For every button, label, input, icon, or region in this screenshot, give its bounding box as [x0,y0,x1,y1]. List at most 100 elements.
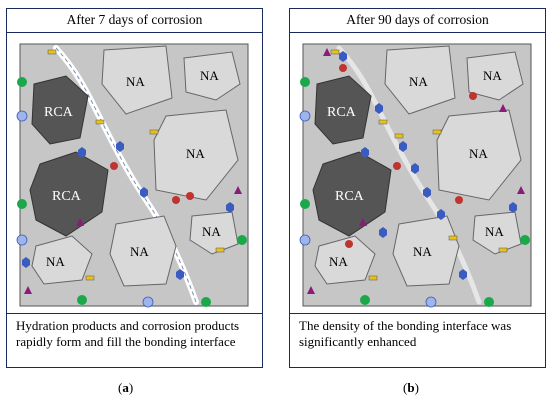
rect-product [368,275,378,281]
rect-product [215,247,225,253]
na-aggregate [153,109,239,201]
star-product [455,196,463,204]
hexagon-product [22,257,30,268]
na-label: NA [329,254,348,269]
na-aggregate [466,51,524,101]
star-product [110,162,118,170]
hexagon-product [375,103,383,114]
triangle-product [24,286,32,294]
hexagon-product [509,202,517,213]
green-product [520,235,530,245]
triangle-product [517,186,525,194]
green-product [17,199,27,209]
triangle-product [76,218,84,226]
green-product [360,295,370,305]
na-label: NA [200,68,219,83]
hexagon-product [459,269,467,280]
star-product [339,64,347,72]
diagram-a: RCA RCA NA NA NA NA NA NA [16,43,249,308]
triangle-product [234,186,242,194]
star-product [469,92,477,100]
products-a [16,49,247,308]
hexagon-product [423,187,431,198]
green-product [77,295,87,305]
hexagon-product [379,227,387,238]
hexagon-product [399,141,407,152]
na-aggregate [436,109,522,201]
diagram-b: RCA RCA NA NA NA NA NA NA [299,43,532,308]
star-product [186,192,194,200]
triangle-product [499,104,507,112]
rca-label: RCA [44,105,74,120]
green-product [201,297,211,307]
aft-product [299,234,311,246]
rect-product [330,49,340,55]
triangle-product [323,48,331,56]
panel-caption: The density of the bonding interface was… [289,313,546,368]
na-label: NA [483,68,502,83]
na-aggregate [392,215,460,287]
na-aggregate [384,45,456,115]
hexagon-product [116,141,124,152]
na-label: NA [409,74,428,89]
star-product [393,162,401,170]
hexagon-product [361,147,369,158]
na-aggregate [109,215,177,287]
green-product [300,77,310,87]
rect-product [85,275,95,281]
na-label: NA [46,254,65,269]
aft-product [142,296,154,308]
rca-label: RCA [52,189,82,204]
triangle-product [307,286,315,294]
rect-product [378,119,388,125]
panel-label-a: (a) [118,380,134,395]
na-aggregate [189,211,239,255]
rca-aggregate [31,75,89,145]
na-label: NA [469,146,488,161]
rca-label: RCA [335,189,365,204]
aft-product [299,110,311,122]
na-label: NA [413,244,432,259]
hexagon-product [339,51,347,62]
panel-a: After 7 days of corrosion RCA RCA NA NA … [6,8,263,368]
na-aggregate [101,45,173,115]
green-product [17,77,27,87]
rect-product [149,129,159,135]
aft-product [16,234,28,246]
aft-product [425,296,437,308]
hexagon-product [437,209,445,220]
panel-label-b: (b) [403,380,419,395]
na-aggregate [314,235,376,285]
rect-product [394,133,404,139]
rect-product [47,49,57,55]
hexagon-product [140,187,148,198]
rect-product [95,119,105,125]
panel-title: After 90 days of corrosion [289,8,546,33]
star-product [345,240,353,248]
triangle-product [359,218,367,226]
green-product [484,297,494,307]
star-product [172,196,180,204]
na-aggregate [31,235,93,285]
panel-title: After 7 days of corrosion [6,8,263,33]
hexagon-product [226,202,234,213]
na-label: NA [186,146,205,161]
green-product [237,235,247,245]
products-b [299,48,530,308]
na-label: NA [126,74,145,89]
na-aggregate [183,51,241,101]
hexagon-product [176,269,184,280]
panel-caption: Hydration products and corrosion product… [6,313,263,368]
rect-product [498,247,508,253]
rca-label: RCA [327,105,357,120]
aft-product [16,110,28,122]
na-aggregate [472,211,522,255]
na-label: NA [485,224,504,239]
green-product [300,199,310,209]
hexagon-product [78,147,86,158]
panel-b: After 90 days of corrosion RCA RCA NA NA… [289,8,546,368]
rect-product [448,235,458,241]
rect-product [432,129,442,135]
rca-aggregate [314,75,372,145]
na-label: NA [202,224,221,239]
